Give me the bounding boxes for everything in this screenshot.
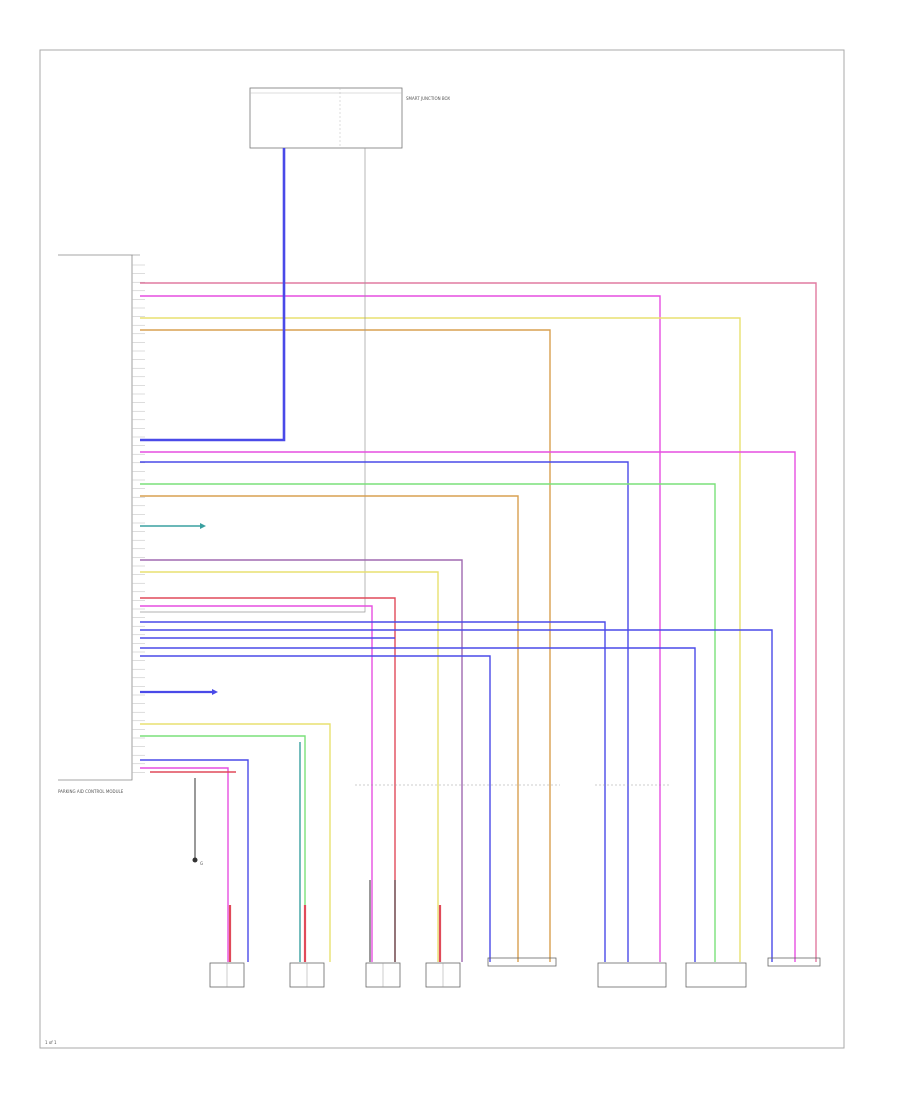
wire-blue	[140, 621, 606, 962]
wire-layer	[140, 148, 817, 962]
wire-magenta	[140, 451, 796, 962]
wire-magenta	[140, 295, 661, 962]
ground-label: G	[200, 861, 203, 866]
wire-orange	[140, 329, 551, 962]
wire-blue	[140, 148, 286, 442]
wire-blue	[140, 461, 629, 962]
sensor-front-1	[487, 957, 557, 967]
sensor-front-4	[767, 957, 821, 967]
wire-blue	[140, 655, 491, 962]
wire-arrow-icon	[212, 689, 218, 695]
wire-magenta	[140, 767, 229, 962]
wire-green	[140, 483, 716, 962]
component-boxes	[209, 957, 821, 988]
fuse-box-label: SMART JUNCTION BOX	[406, 96, 450, 101]
page-mark: 1 of 1	[45, 1040, 57, 1045]
wire-gray	[140, 148, 366, 613]
module-pins	[132, 264, 145, 773]
diagram-frame	[39, 49, 845, 1049]
sensor-front-3	[685, 962, 747, 988]
wire-blue	[140, 759, 249, 962]
wire-orange	[140, 495, 519, 962]
wire-red	[140, 597, 396, 962]
wire-magenta	[140, 605, 373, 962]
sensor-front-2	[597, 962, 667, 988]
wire-yellow	[140, 723, 331, 962]
fuse-box	[249, 87, 403, 149]
ground-point	[192, 857, 198, 863]
wire-arrow-icon	[200, 523, 206, 529]
wire-blue	[140, 629, 773, 962]
wire-yellow	[140, 317, 741, 962]
module-label: PARKING AID CONTROL MODULE	[58, 789, 124, 794]
wire-purple	[140, 559, 463, 962]
wire-blue	[140, 647, 696, 962]
wire-yellow	[140, 571, 439, 962]
wire-green	[140, 735, 306, 962]
control-module	[58, 254, 133, 781]
